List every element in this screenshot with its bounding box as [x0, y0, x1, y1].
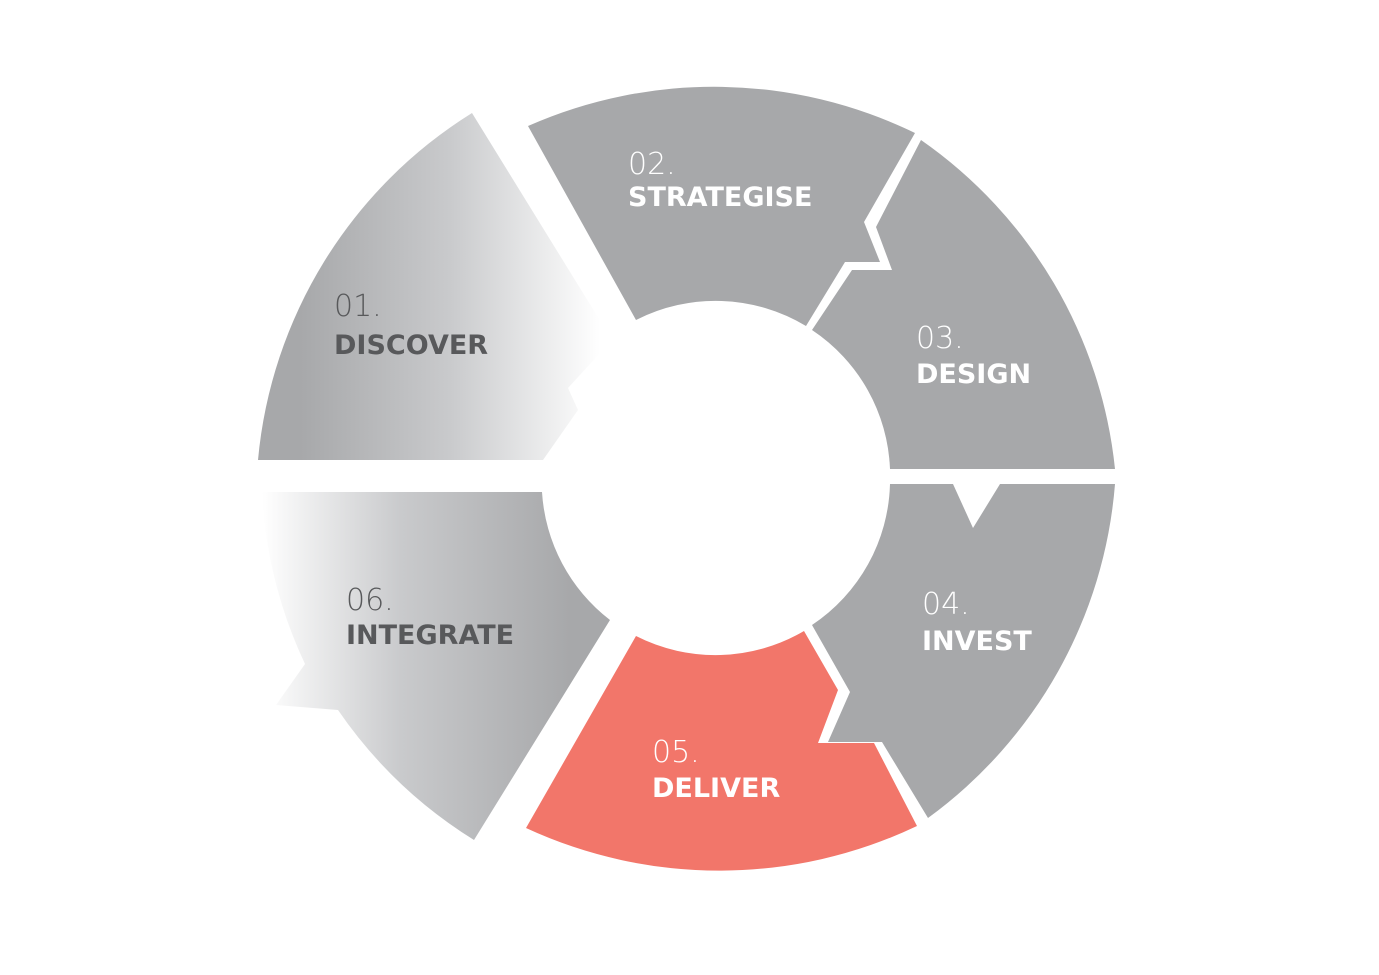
step-name: INVEST	[922, 626, 1032, 657]
step-number: 04.	[922, 587, 970, 622]
step-number: 06.	[346, 583, 394, 618]
step-design: 03. DESIGN	[812, 140, 1115, 469]
step-discover: 01. DISCOVER	[258, 113, 612, 460]
segment-integrate	[262, 492, 610, 840]
step-number: 02.	[628, 147, 676, 182]
step-name: INTEGRATE	[346, 620, 514, 651]
step-strategise: 02. STRATEGISE	[528, 86, 915, 327]
step-name: DISCOVER	[334, 330, 488, 361]
step-name: DELIVER	[652, 773, 780, 804]
step-integrate: 06. INTEGRATE	[262, 492, 610, 840]
segment-strategise	[528, 86, 915, 327]
step-deliver: 05. DELIVER	[526, 631, 917, 871]
step-name: DESIGN	[916, 359, 1031, 390]
segment-design	[812, 140, 1115, 469]
segment-invest	[812, 484, 1115, 818]
segment-discover	[258, 113, 612, 460]
step-name: STRATEGISE	[628, 182, 812, 213]
step-number: 05.	[652, 735, 700, 770]
step-number: 01.	[334, 289, 382, 324]
step-invest: 04. INVEST	[812, 484, 1115, 818]
step-number: 03.	[916, 321, 964, 356]
segment-deliver	[526, 631, 917, 871]
